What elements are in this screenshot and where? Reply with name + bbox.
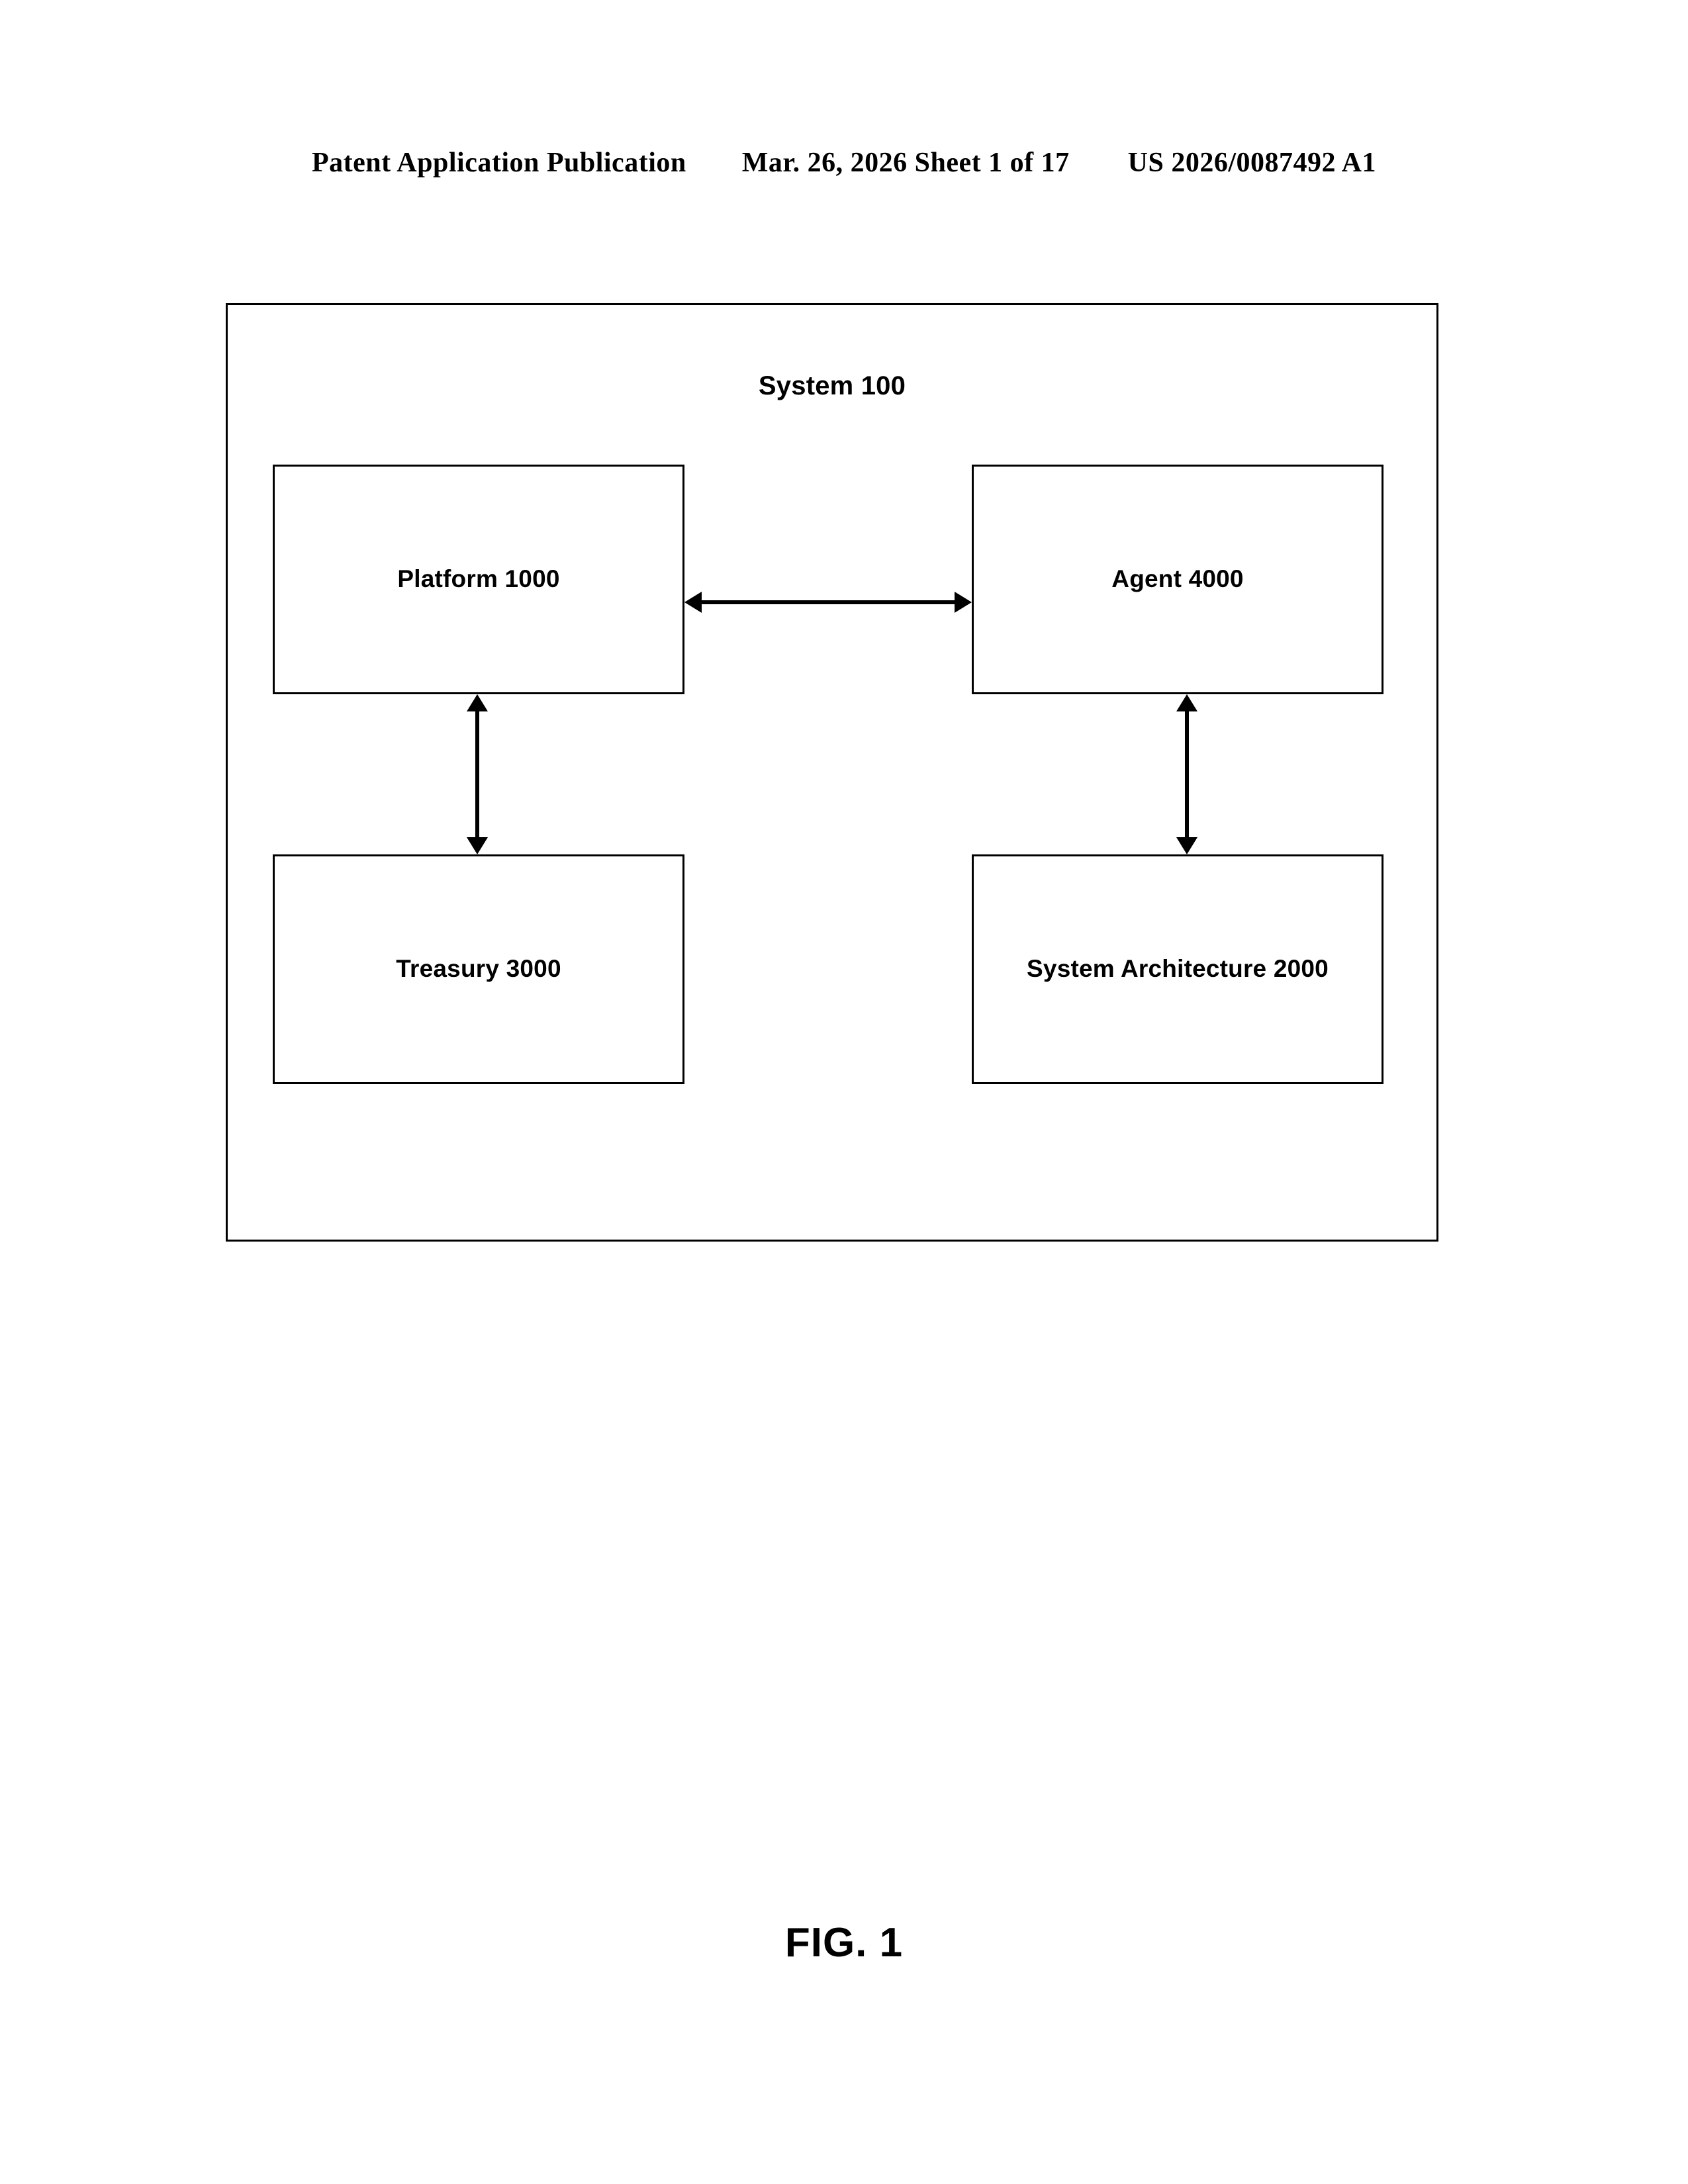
node-agent: Agent 4000 (972, 465, 1383, 694)
system-title: System 100 (758, 371, 906, 400)
connector-platform-agent (684, 589, 972, 615)
node-platform: Platform 1000 (273, 465, 684, 694)
arrowhead-down-icon (467, 837, 488, 854)
node-system-architecture-label: System Architecture 2000 (1027, 955, 1329, 983)
node-system-architecture: System Architecture 2000 (972, 854, 1383, 1084)
connector-shaft (1185, 707, 1189, 841)
system-container-box: System 100 Platform 1000 Agent 4000 Trea… (226, 303, 1438, 1242)
node-agent-label: Agent 4000 (1111, 565, 1244, 593)
page-header: Patent Application Publication Mar. 26, … (0, 147, 1688, 179)
node-treasury-label: Treasury 3000 (396, 955, 561, 983)
connector-agent-system-architecture (1174, 694, 1200, 854)
connector-shaft (475, 707, 479, 841)
node-treasury: Treasury 3000 (273, 854, 684, 1084)
connector-shaft (698, 600, 959, 604)
publication-number: US 2026/0087492 A1 (1127, 148, 1376, 178)
publication-label: Patent Application Publication (312, 148, 686, 178)
figure-caption: FIG. 1 (784, 1920, 904, 1966)
arrowhead-down-icon (1176, 837, 1197, 854)
node-platform-label: Platform 1000 (397, 565, 560, 593)
arrowhead-right-icon (955, 592, 972, 613)
connector-platform-treasury (464, 694, 491, 854)
sheet-info: Mar. 26, 2026 Sheet 1 of 17 (741, 148, 1070, 178)
